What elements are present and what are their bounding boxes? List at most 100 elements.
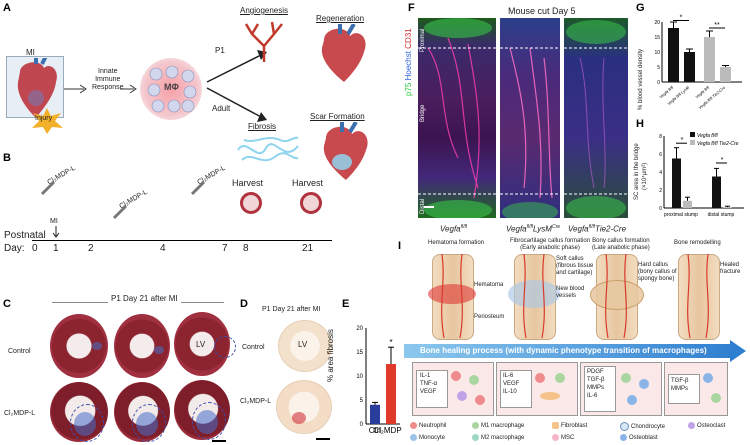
scar-label: Scar Formation	[310, 112, 365, 121]
d-title: P1 Day 21 after MI	[262, 306, 321, 313]
cells-icon	[621, 373, 649, 405]
d-row-control: Control	[242, 344, 265, 351]
d-clmdp-slice	[276, 380, 332, 434]
legend-m2: M2 macrophage	[472, 434, 524, 441]
innate-label: Innate Immune Response	[92, 68, 124, 91]
f-vessel-overlay	[564, 20, 628, 218]
healthy-heart-icon	[321, 24, 366, 82]
x-tick-label: Cl₂MDP-L	[373, 426, 402, 435]
syringe-icon	[190, 180, 206, 196]
significance-star: *	[681, 137, 684, 144]
panel-f-letter: F	[408, 2, 415, 14]
legend-swatch	[690, 140, 695, 145]
annot-periosteum: Periosteum	[474, 314, 505, 320]
bar	[720, 67, 731, 82]
e-ylabel: % area fibrosis	[326, 329, 335, 382]
harvest-label-1: Harvest	[232, 178, 264, 188]
annot-hematoma: Hematoma	[474, 282, 504, 288]
legend-swatch	[690, 132, 695, 137]
f-vessel-overlay	[500, 47, 560, 218]
panel-i-letter: I	[398, 240, 402, 252]
timeline-axis	[32, 240, 332, 241]
bar	[712, 176, 721, 208]
y-tick-label: 5	[657, 65, 660, 71]
bar	[668, 28, 679, 82]
annot-soft: Soft callus (fibrous tissue and cartilag…	[556, 256, 594, 276]
healing-banner	[404, 344, 736, 358]
day-tick: 0	[32, 243, 38, 254]
legend-chondrocyte: Chondrocyte	[620, 422, 665, 431]
c-lv-label: LV	[196, 340, 206, 349]
b-mi-label: MI	[50, 218, 58, 225]
d-red-stain	[292, 412, 306, 424]
y-tick-label: 6	[659, 152, 662, 158]
cells-icon	[451, 371, 485, 405]
annot-healed: Healed fracture	[720, 262, 741, 275]
vessel-branch-icon	[244, 21, 283, 62]
angiogenesis-label: Angiogenesis	[240, 6, 289, 15]
legend-osteoclast: Osteoclast	[688, 422, 725, 429]
c-dashed-circle	[132, 404, 166, 442]
significance-star: **	[714, 22, 720, 29]
y-tick-label: 0	[659, 206, 662, 212]
fibrosis-label: Fibrosis	[248, 122, 277, 131]
hard-callus	[590, 280, 644, 310]
arrow-icon	[64, 84, 87, 94]
legend-osteoblast: Osteoblast	[620, 434, 658, 441]
f-side-label: p75 Hoechst CD31	[404, 28, 413, 96]
d-lv-label: LV	[298, 340, 308, 349]
f-title: Mouse cut Day 5	[508, 6, 576, 16]
f-proximal-label: Proximal	[420, 28, 426, 52]
cytokines-2: IL-6 VEGF IL-10	[503, 373, 520, 395]
mi-heart-icon	[17, 58, 57, 118]
d-row-clmdp: Cl₂MDP-L	[240, 398, 272, 405]
injury-star-icon	[32, 108, 63, 134]
hematoma-blob	[428, 284, 476, 304]
cells-icon	[535, 373, 565, 400]
y-tick-label: 10	[356, 374, 363, 380]
bone-stage-4	[678, 254, 720, 340]
mphi-label: MΦ	[164, 82, 179, 92]
scale-bar	[316, 438, 330, 440]
harvest-slice-icon	[240, 192, 262, 214]
phase-label-3: Bony callus formation (Late anabolic pha…	[592, 238, 650, 251]
bar	[723, 207, 732, 208]
y-tick-label: 20	[654, 20, 660, 26]
d-control-slice	[278, 320, 332, 372]
f-caption-3: Vegfafl/flTie2-Cre	[568, 224, 627, 234]
y-tick-label: 8	[659, 134, 662, 140]
f-label-cd31: CD31	[404, 28, 413, 49]
panel-d-letter: D	[240, 298, 248, 310]
day-tick: 21	[302, 243, 314, 254]
cells-icon	[703, 373, 721, 403]
bar	[683, 200, 692, 208]
panel-g-letter: G	[636, 2, 645, 14]
scale-bar	[424, 206, 434, 208]
legend-monocyte: Monocyte	[410, 434, 445, 441]
f-label-hoechst: Hoechst	[404, 51, 413, 81]
postnatal-label: Postnatal	[4, 230, 46, 241]
cytokines-4: TGF-β MMPs	[671, 378, 689, 392]
f-caption-1: Vegfafl/fl	[440, 224, 467, 234]
phase-label-4: Bone remodelling	[674, 240, 721, 246]
c-dashed-circle	[214, 336, 236, 358]
p1-label: P1	[215, 46, 225, 55]
macrophage-cells-icon	[147, 65, 197, 113]
banner-text: Bone healing process (with dynamic pheno…	[420, 346, 707, 355]
y-tick-label: 0	[657, 80, 660, 86]
fibrosis-spot	[92, 342, 102, 350]
y-tick-label: 0	[360, 422, 364, 428]
y-tick-label: 15	[356, 350, 363, 356]
cytokines-1: IL-1 TNF-α VEGF	[420, 373, 438, 395]
h-ylabel: SC area in the bridge	[634, 143, 640, 200]
scarred-heart-icon	[323, 122, 368, 180]
f-micrograph-2	[500, 18, 560, 218]
panel-e-letter: E	[342, 298, 350, 310]
significance-star: *	[389, 338, 392, 347]
x-tick-label: proximal stump	[664, 212, 698, 218]
c-row-clmdp: Cl₂MDP-L	[4, 410, 36, 417]
f-caption-2: Vegfafl/flLysMCre	[506, 224, 561, 234]
